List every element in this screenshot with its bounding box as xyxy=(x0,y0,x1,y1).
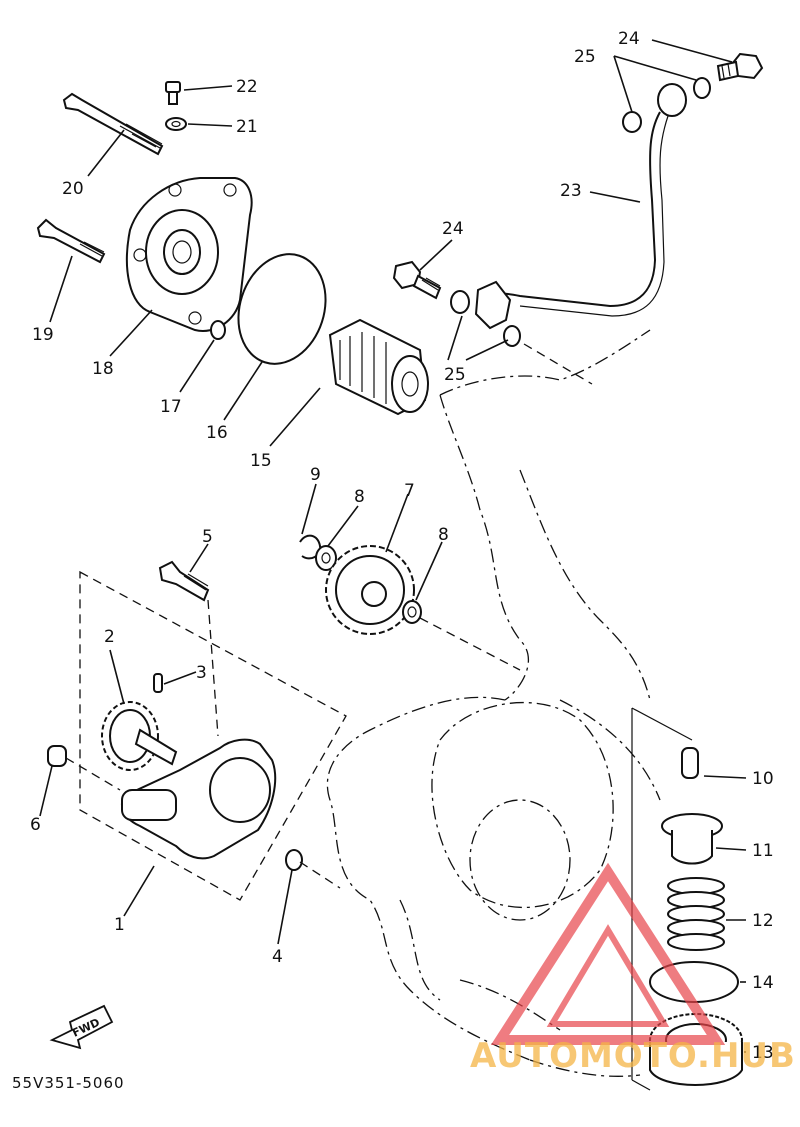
part-9-circlip xyxy=(299,534,322,560)
callout-24-upper: 24 xyxy=(618,29,640,49)
engine-case-outline xyxy=(326,329,661,1077)
part-19-bolt xyxy=(36,218,106,264)
part-15-oil-filter xyxy=(328,318,429,416)
callout-7: 7 xyxy=(404,481,415,501)
callout-14: 14 xyxy=(752,973,774,993)
callout-24-lower: 24 xyxy=(442,219,464,239)
callout-8-right: 8 xyxy=(438,525,449,545)
part-14-o-ring xyxy=(649,961,739,1003)
part-11-plug xyxy=(661,813,723,865)
part-12-spring xyxy=(667,877,725,951)
callout-2: 2 xyxy=(104,627,115,647)
callout-3: 3 xyxy=(196,663,207,683)
callout-25-upper: 25 xyxy=(574,47,596,67)
callout-labels: 22 21 20 19 18 17 16 15 24 25 23 25 24 9… xyxy=(30,29,774,1063)
part-2-drive-gear xyxy=(101,701,178,771)
part-17-o-ring xyxy=(210,320,226,340)
callout-23: 23 xyxy=(560,181,582,201)
part-8-washer-b xyxy=(402,600,422,624)
relief-valve-bracket xyxy=(631,707,693,1091)
part-21-washer xyxy=(165,117,187,131)
drawing-code: 55V351-5060 xyxy=(12,1074,125,1092)
callout-15: 15 xyxy=(250,451,272,471)
callout-4: 4 xyxy=(272,947,283,967)
part-10-pin xyxy=(681,747,699,779)
callout-1: 1 xyxy=(114,915,125,935)
part-25-gasket-b xyxy=(693,77,711,99)
part-7-driven-gear xyxy=(325,545,415,635)
part-8-washer-a xyxy=(315,545,337,571)
part-4-o-ring xyxy=(285,849,303,871)
callout-6: 6 xyxy=(30,815,41,835)
callout-5: 5 xyxy=(202,527,213,547)
part-5-bolt xyxy=(158,560,210,602)
part-20-bolt xyxy=(62,92,164,156)
watermark-text: AUTOMOTO.HUB xyxy=(470,1036,796,1076)
callout-16: 16 xyxy=(206,423,228,443)
part-25-gasket-a xyxy=(622,111,642,133)
callout-13: 13 xyxy=(752,1043,774,1063)
part-24-union-bolt-upper xyxy=(716,52,764,82)
part-25-gasket-c xyxy=(450,290,470,314)
part-6-dowel xyxy=(47,745,67,767)
part-22-screw xyxy=(165,81,181,105)
callout-21: 21 xyxy=(236,117,258,137)
part-24-union-bolt-lower xyxy=(392,260,442,300)
callout-8-left: 8 xyxy=(354,487,365,507)
callout-19: 19 xyxy=(32,325,54,345)
part-23-oil-pipe xyxy=(474,83,687,330)
callout-10: 10 xyxy=(752,769,774,789)
watermark-logo-icon xyxy=(490,862,726,1045)
callout-22: 22 xyxy=(236,77,258,97)
part-18-filter-cover xyxy=(126,177,253,332)
callout-9: 9 xyxy=(310,465,321,485)
callout-11: 11 xyxy=(752,841,774,861)
callout-18: 18 xyxy=(92,359,114,379)
fwd-arrow-icon: FWD xyxy=(49,1004,114,1050)
assembly-paths xyxy=(65,343,593,889)
part-25-gasket-d xyxy=(503,325,521,347)
part-1-oil-pump-body xyxy=(121,738,277,860)
callout-17: 17 xyxy=(160,397,182,417)
callout-20: 20 xyxy=(62,179,84,199)
pump-assembly-boundary xyxy=(79,570,347,901)
part-16-o-ring xyxy=(237,253,327,365)
callout-25-lower: 25 xyxy=(444,365,466,385)
callout-12: 12 xyxy=(752,911,774,931)
part-3-pin xyxy=(153,673,163,693)
leader-lines xyxy=(39,39,747,1053)
